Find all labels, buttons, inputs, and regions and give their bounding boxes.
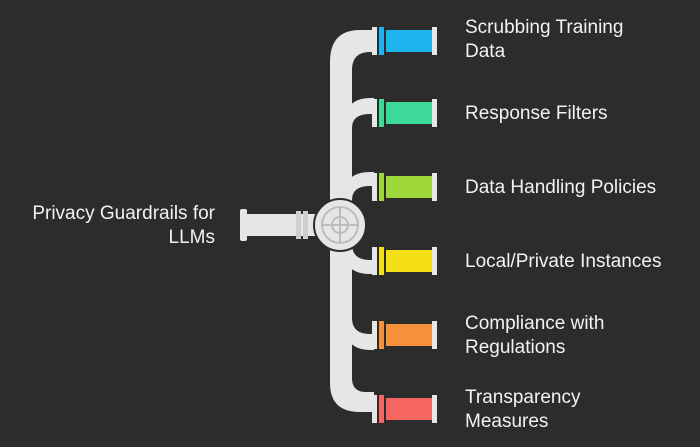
outlet-flange bbox=[372, 395, 377, 423]
outlet-flange bbox=[372, 321, 377, 349]
feed-pipe-cap bbox=[240, 209, 247, 241]
branch-label-line1: Local/Private Instances bbox=[465, 251, 662, 272]
branch-outlet-compliance-with-regulations bbox=[372, 321, 437, 349]
outlet-flange bbox=[372, 173, 377, 201]
outlet-color-flange bbox=[379, 247, 384, 275]
root-label: Privacy Guardrails for LLMs bbox=[10, 202, 215, 250]
branch-label-local-private-instances: Local/Private Instances bbox=[465, 250, 695, 274]
outlet-pipe bbox=[386, 30, 432, 52]
outlet-flange bbox=[372, 247, 377, 275]
branch-label-scrubbing-training-data: Scrubbing Training Data bbox=[465, 16, 695, 64]
branch-outlets bbox=[372, 27, 437, 423]
outlet-cap bbox=[432, 321, 437, 349]
outlet-cap bbox=[432, 27, 437, 55]
elbow-data-handling bbox=[346, 172, 374, 200]
branch-label-line1: Transparency bbox=[465, 387, 581, 408]
branch-label-compliance-with-regulations: Compliance with Regulations bbox=[465, 312, 695, 360]
branch-label-line2: Measures bbox=[465, 411, 549, 432]
outlet-cap bbox=[432, 395, 437, 423]
root-label-line1: Privacy Guardrails for bbox=[32, 203, 215, 224]
outlet-cap bbox=[432, 99, 437, 127]
outlet-cap bbox=[432, 173, 437, 201]
branch-outlet-scrubbing-training-data bbox=[372, 27, 437, 55]
branch-label-transparency-measures: Transparency Measures bbox=[465, 386, 695, 434]
branch-outlet-transparency-measures bbox=[372, 395, 437, 423]
branch-outlet-data-handling-policies bbox=[372, 173, 437, 201]
outlet-pipe bbox=[386, 250, 432, 272]
branch-outlet-local-private-instances bbox=[372, 247, 437, 275]
elbow-compliance bbox=[346, 318, 374, 350]
branch-label-line1: Data Handling Policies bbox=[465, 177, 657, 198]
branch-label-line2: Regulations bbox=[465, 337, 566, 358]
branch-label-line1: Compliance with bbox=[465, 313, 605, 334]
branch-label-response-filters: Response Filters bbox=[465, 102, 695, 126]
outlet-flange bbox=[372, 99, 377, 127]
branch-label-line2: Data bbox=[465, 41, 506, 62]
outlet-cap bbox=[432, 247, 437, 275]
outlet-color-flange bbox=[379, 173, 384, 201]
elbow-response-filters bbox=[346, 98, 374, 128]
feed-pipe-flange bbox=[296, 211, 301, 239]
outlet-color-flange bbox=[379, 321, 384, 349]
branch-label-line1: Response Filters bbox=[465, 103, 608, 124]
outlet-pipe bbox=[386, 398, 432, 420]
outlet-flange bbox=[372, 27, 377, 55]
outlet-color-flange bbox=[379, 27, 384, 55]
branch-outlet-response-filters bbox=[372, 99, 437, 127]
root-label-line2: LLMs bbox=[168, 227, 215, 248]
elbow-local-private bbox=[346, 244, 374, 274]
outlet-color-flange bbox=[379, 395, 384, 423]
outlet-color-flange bbox=[379, 99, 384, 127]
outlet-pipe bbox=[386, 324, 432, 346]
branch-label-line1: Scrubbing Training bbox=[465, 17, 624, 38]
outlet-pipe bbox=[386, 176, 432, 198]
branch-label-data-handling-policies: Data Handling Policies bbox=[465, 176, 695, 200]
outlet-pipe bbox=[386, 102, 432, 124]
feed-pipe-flange-2 bbox=[303, 211, 308, 239]
